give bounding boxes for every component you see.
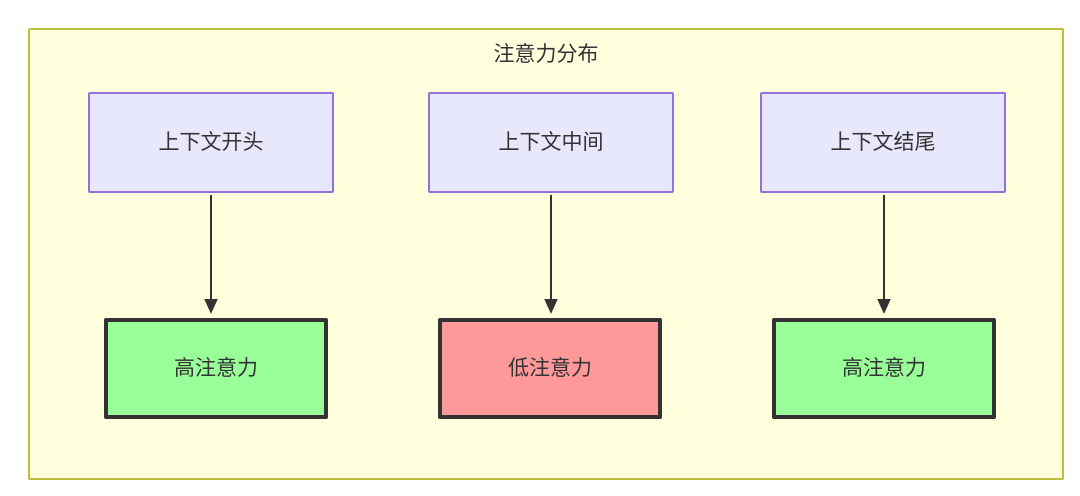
node-context-end-label: 上下文结尾 [830, 130, 936, 154]
node-context-end[interactable]: 上下文结尾 [760, 92, 1006, 193]
node-high-attention-end[interactable]: 高注意力 [772, 318, 996, 419]
node-high-attention-start-label: 高注意力 [174, 356, 258, 380]
node-context-middle[interactable]: 上下文中间 [428, 92, 674, 193]
node-high-attention-start[interactable]: 高注意力 [104, 318, 328, 419]
node-low-attention-middle-label: 低注意力 [508, 356, 592, 380]
node-high-attention-end-label: 高注意力 [842, 356, 926, 380]
node-context-start[interactable]: 上下文开头 [88, 92, 334, 193]
node-context-start-label: 上下文开头 [158, 130, 264, 154]
diagram-title: 注意力分布 [493, 43, 599, 66]
node-low-attention-middle[interactable]: 低注意力 [438, 318, 662, 419]
node-context-middle-label: 上下文中间 [498, 130, 604, 154]
